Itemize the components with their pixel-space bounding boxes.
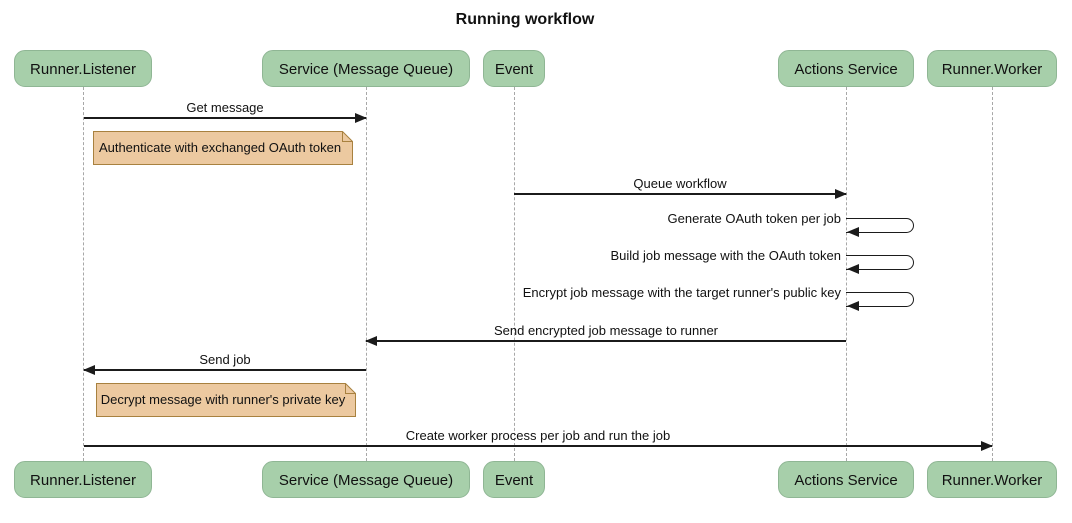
message-line: [84, 117, 366, 119]
note-decrypt: Decrypt message with runner's private ke…: [96, 383, 356, 417]
actor-top-runner-worker: Runner.Worker: [927, 50, 1057, 87]
actor-bottom-actions-service: Actions Service: [778, 461, 914, 498]
message-label: Encrypt job message with the target runn…: [522, 285, 841, 300]
message-label: Build job message with the OAuth token: [610, 248, 841, 263]
message-label: Queue workflow: [633, 176, 727, 191]
note-label: Decrypt message with runner's private ke…: [100, 392, 346, 407]
message-line: [366, 340, 846, 342]
actor-top-service-message-queue: Service (Message Queue): [262, 50, 470, 87]
message-line: [514, 193, 846, 195]
lifeline-runner-worker: [992, 87, 993, 461]
lifeline-service-message-queue: [366, 87, 367, 461]
message-label: Get message: [186, 100, 264, 115]
selfloop-line: [846, 292, 914, 307]
note-shape-icon: [96, 383, 356, 417]
lifeline-runner-listener: [83, 87, 84, 461]
diagram-title: Running workflow: [455, 11, 595, 28]
actor-top-event: Event: [483, 50, 545, 87]
arrowhead-left-icon: [847, 227, 859, 237]
message-label: Create worker process per job and run th…: [405, 428, 671, 443]
message-label: Send job: [199, 352, 251, 367]
selfloop-line: [846, 218, 914, 233]
actor-bottom-event: Event: [483, 461, 545, 498]
actor-bottom-runner-worker: Runner.Worker: [927, 461, 1057, 498]
selfloop-line: [846, 255, 914, 270]
note-shape-icon: [93, 131, 353, 165]
arrowhead-right-icon: [981, 441, 993, 451]
arrowhead-left-icon: [847, 264, 859, 274]
arrowhead-left-icon: [83, 365, 95, 375]
message-line: [84, 369, 366, 371]
actor-top-actions-service: Actions Service: [778, 50, 914, 87]
actor-bottom-service-message-queue: Service (Message Queue): [262, 461, 470, 498]
arrowhead-left-icon: [847, 301, 859, 311]
arrowhead-right-icon: [355, 113, 367, 123]
note-authenticate: Authenticate with exchanged OAuth token: [93, 131, 353, 165]
message-line: [84, 445, 992, 447]
arrowhead-left-icon: [365, 336, 377, 346]
message-label: Send encrypted job message to runner: [493, 323, 719, 338]
actor-top-runner-listener: Runner.Listener: [14, 50, 152, 87]
message-label: Generate OAuth token per job: [667, 211, 841, 226]
lifeline-event: [514, 87, 515, 461]
lifeline-actions-service: [846, 87, 847, 461]
actor-bottom-runner-listener: Runner.Listener: [14, 461, 152, 498]
arrowhead-right-icon: [835, 189, 847, 199]
note-label: Authenticate with exchanged OAuth token: [98, 140, 342, 155]
